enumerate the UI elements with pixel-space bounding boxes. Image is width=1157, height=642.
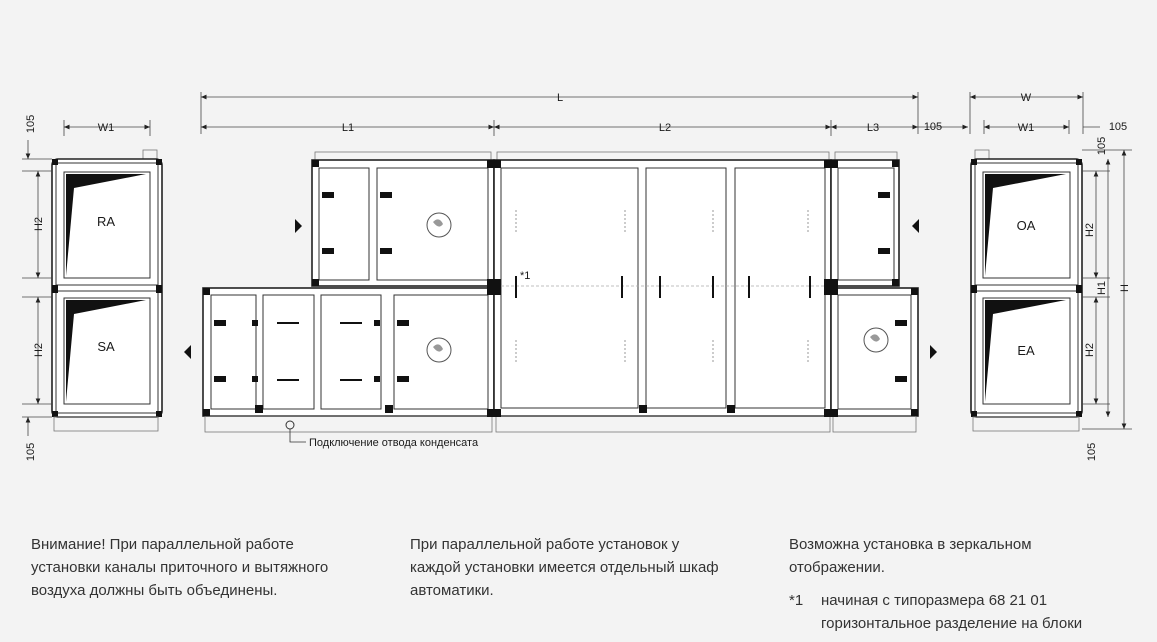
left-side-view <box>51 149 163 432</box>
note-middle-line: При параллельной работе установок у <box>410 536 680 553</box>
dim-H2-right-2: H2 <box>1084 343 1096 357</box>
dim-105-right-bottom: 105 <box>1086 443 1098 461</box>
condensate-label: Подключение отвода конденсата <box>309 437 479 449</box>
note-left-line: Внимание! При параллельной работе <box>31 536 294 553</box>
label-EA: EA <box>1017 343 1035 358</box>
dim-H1: H1 <box>1096 281 1108 295</box>
note-right-line: Возможна установка в зеркальном <box>789 536 1032 553</box>
dim-H2-right-1: H2 <box>1084 223 1096 237</box>
dim-L2: L2 <box>659 122 671 134</box>
dim-H2-left-2: H2 <box>33 343 45 357</box>
dim-105-right-top: 105 <box>1096 137 1108 155</box>
note-right: Возможна установка в зеркальном отображе… <box>789 533 1032 579</box>
note-right-line: отображении. <box>789 559 885 576</box>
dim-105-top: 105 <box>924 121 942 133</box>
dim-L3: L3 <box>867 122 879 134</box>
dimension-lines-left <box>22 140 52 436</box>
dim-W1-right: W1 <box>1018 122 1035 134</box>
label-RA: RA <box>97 214 115 229</box>
footnote-mark-drawing: *1 <box>520 270 530 282</box>
technical-drawing: L L1 L2 L3 105 W1 W W1 105 RA SA 105 H2 … <box>22 92 1132 461</box>
main-unit <box>184 151 937 443</box>
footnote-line: горизонтальное разделение на блоки <box>821 615 1083 632</box>
dimension-lines-top <box>63 92 1100 136</box>
dim-W1-left: W1 <box>98 122 115 134</box>
dim-L1: L1 <box>342 122 354 134</box>
dim-W: W <box>1021 92 1032 104</box>
note-left-line: установки каналы приточного и вытяжного <box>31 559 329 576</box>
dim-105-left-top: 105 <box>25 115 37 133</box>
note-middle: При параллельной работе установок у кажд… <box>410 533 719 602</box>
dim-L: L <box>557 92 563 104</box>
note-left: Внимание! При параллельной работе устано… <box>31 533 328 602</box>
note-middle-line: каждой установки имеется отдельный шкаф <box>410 559 719 576</box>
right-side-view <box>970 149 1083 432</box>
dim-105-right: 105 <box>1109 121 1127 133</box>
label-SA: SA <box>97 339 115 354</box>
dim-H2-left-1: H2 <box>33 217 45 231</box>
dim-105-left-bottom: 105 <box>25 443 37 461</box>
footnote-line: начиная с типоразмера 68 21 01 <box>821 592 1048 609</box>
dimension-lines-right <box>1082 149 1132 430</box>
dim-H: H <box>1119 284 1131 292</box>
footnote-text: начиная с типоразмера 68 21 01 горизонта… <box>821 589 1082 635</box>
note-middle-line: автоматики. <box>410 582 494 599</box>
label-OA: OA <box>1017 218 1036 233</box>
note-left-line: воздуха должны быть объединены. <box>31 582 278 599</box>
footnote-mark: *1 <box>789 592 804 609</box>
